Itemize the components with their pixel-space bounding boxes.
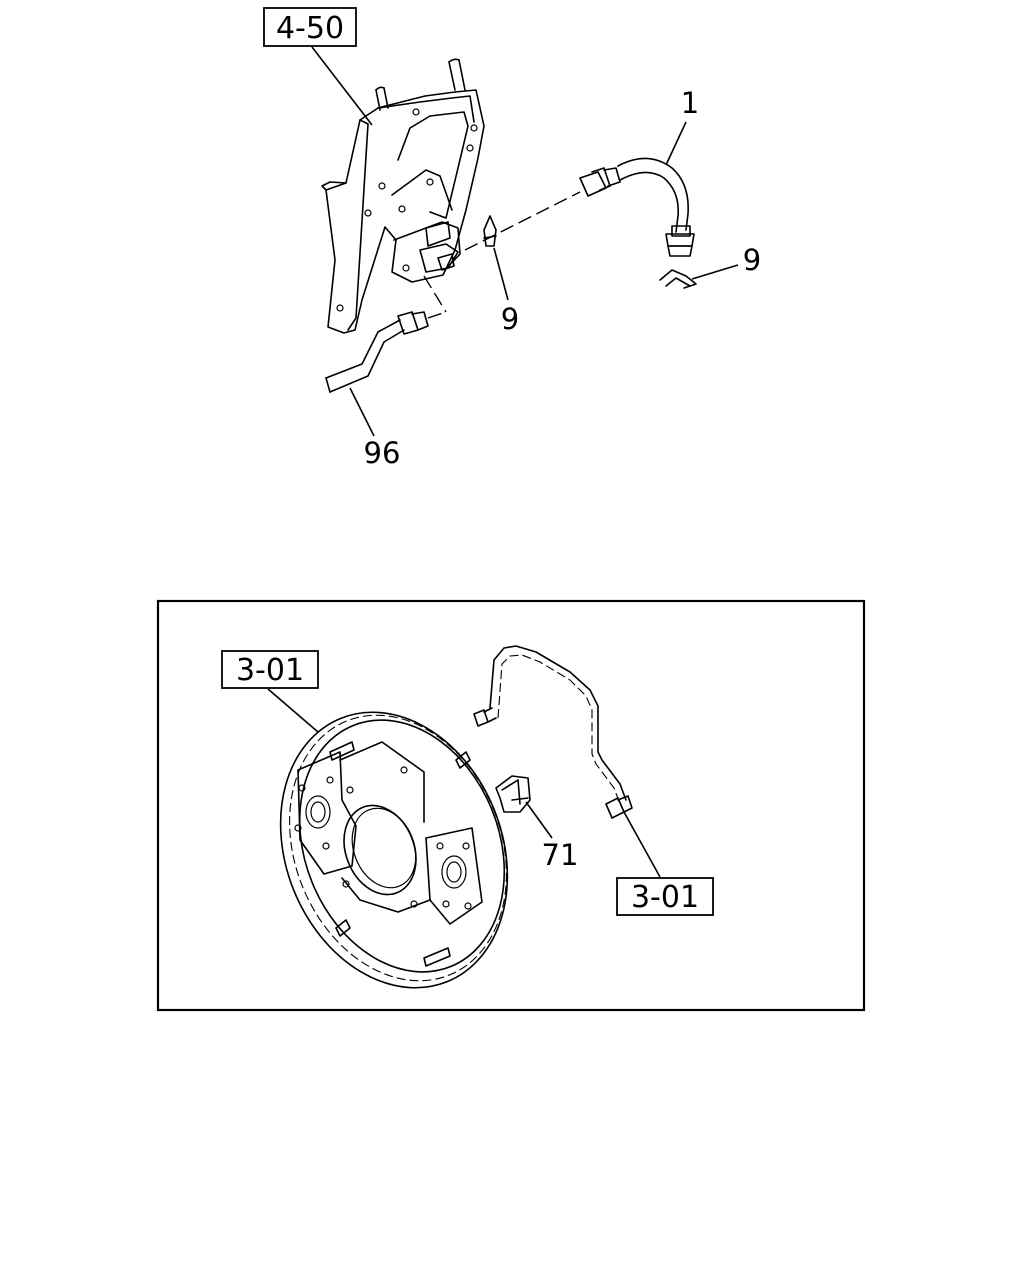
ref-label-3-01-left: 3-01: [236, 653, 304, 688]
hose-connection-line: [464, 191, 581, 251]
ref-box-3-01-right[interactable]: 3-01: [616, 877, 714, 916]
callout-71[interactable]: 71: [525, 801, 579, 872]
callout-label-96: 96: [364, 436, 401, 470]
clip-left: [483, 215, 497, 247]
callout-label-71: 71: [542, 838, 579, 872]
mounting-bracket: [321, 58, 485, 334]
inset-panel: 3-01: [156, 599, 866, 1012]
callout-9-right[interactable]: 9: [691, 243, 761, 280]
ref-box-3-01-left[interactable]: 3-01: [221, 650, 319, 689]
inset-clip: [495, 775, 531, 813]
callout-label-9-right: 9: [743, 243, 761, 277]
leader-9-right: [691, 264, 739, 280]
ref-label-4-50: 4-50: [276, 11, 344, 46]
callout-label-9-left: 9: [501, 302, 519, 336]
brake-hose: [579, 157, 695, 257]
callout-1[interactable]: 1: [665, 86, 699, 166]
leader-3-01-right: [623, 811, 661, 878]
callout-label-1: 1: [681, 86, 699, 120]
leader-3-01-left: [267, 688, 319, 733]
ref-label-3-01-right: 3-01: [631, 880, 699, 915]
ref-box-4-50[interactable]: 4-50: [263, 7, 357, 47]
leader-4-50: [311, 46, 373, 126]
leader-96: [349, 387, 375, 437]
pipe-centerline: [427, 311, 447, 319]
backing-plate: [279, 711, 509, 989]
top-assembly: 4-50: [263, 7, 761, 470]
brake-pipe: [325, 311, 429, 393]
leader-9-left: [493, 247, 509, 301]
callout-96[interactable]: 96: [349, 387, 401, 470]
leader-1: [665, 121, 687, 166]
leader-71: [525, 801, 553, 839]
inset-frame: [156, 599, 866, 1012]
pipe-connection-line: [423, 275, 447, 313]
callout-9-left[interactable]: 9: [493, 247, 519, 336]
clip-right: [659, 269, 697, 289]
